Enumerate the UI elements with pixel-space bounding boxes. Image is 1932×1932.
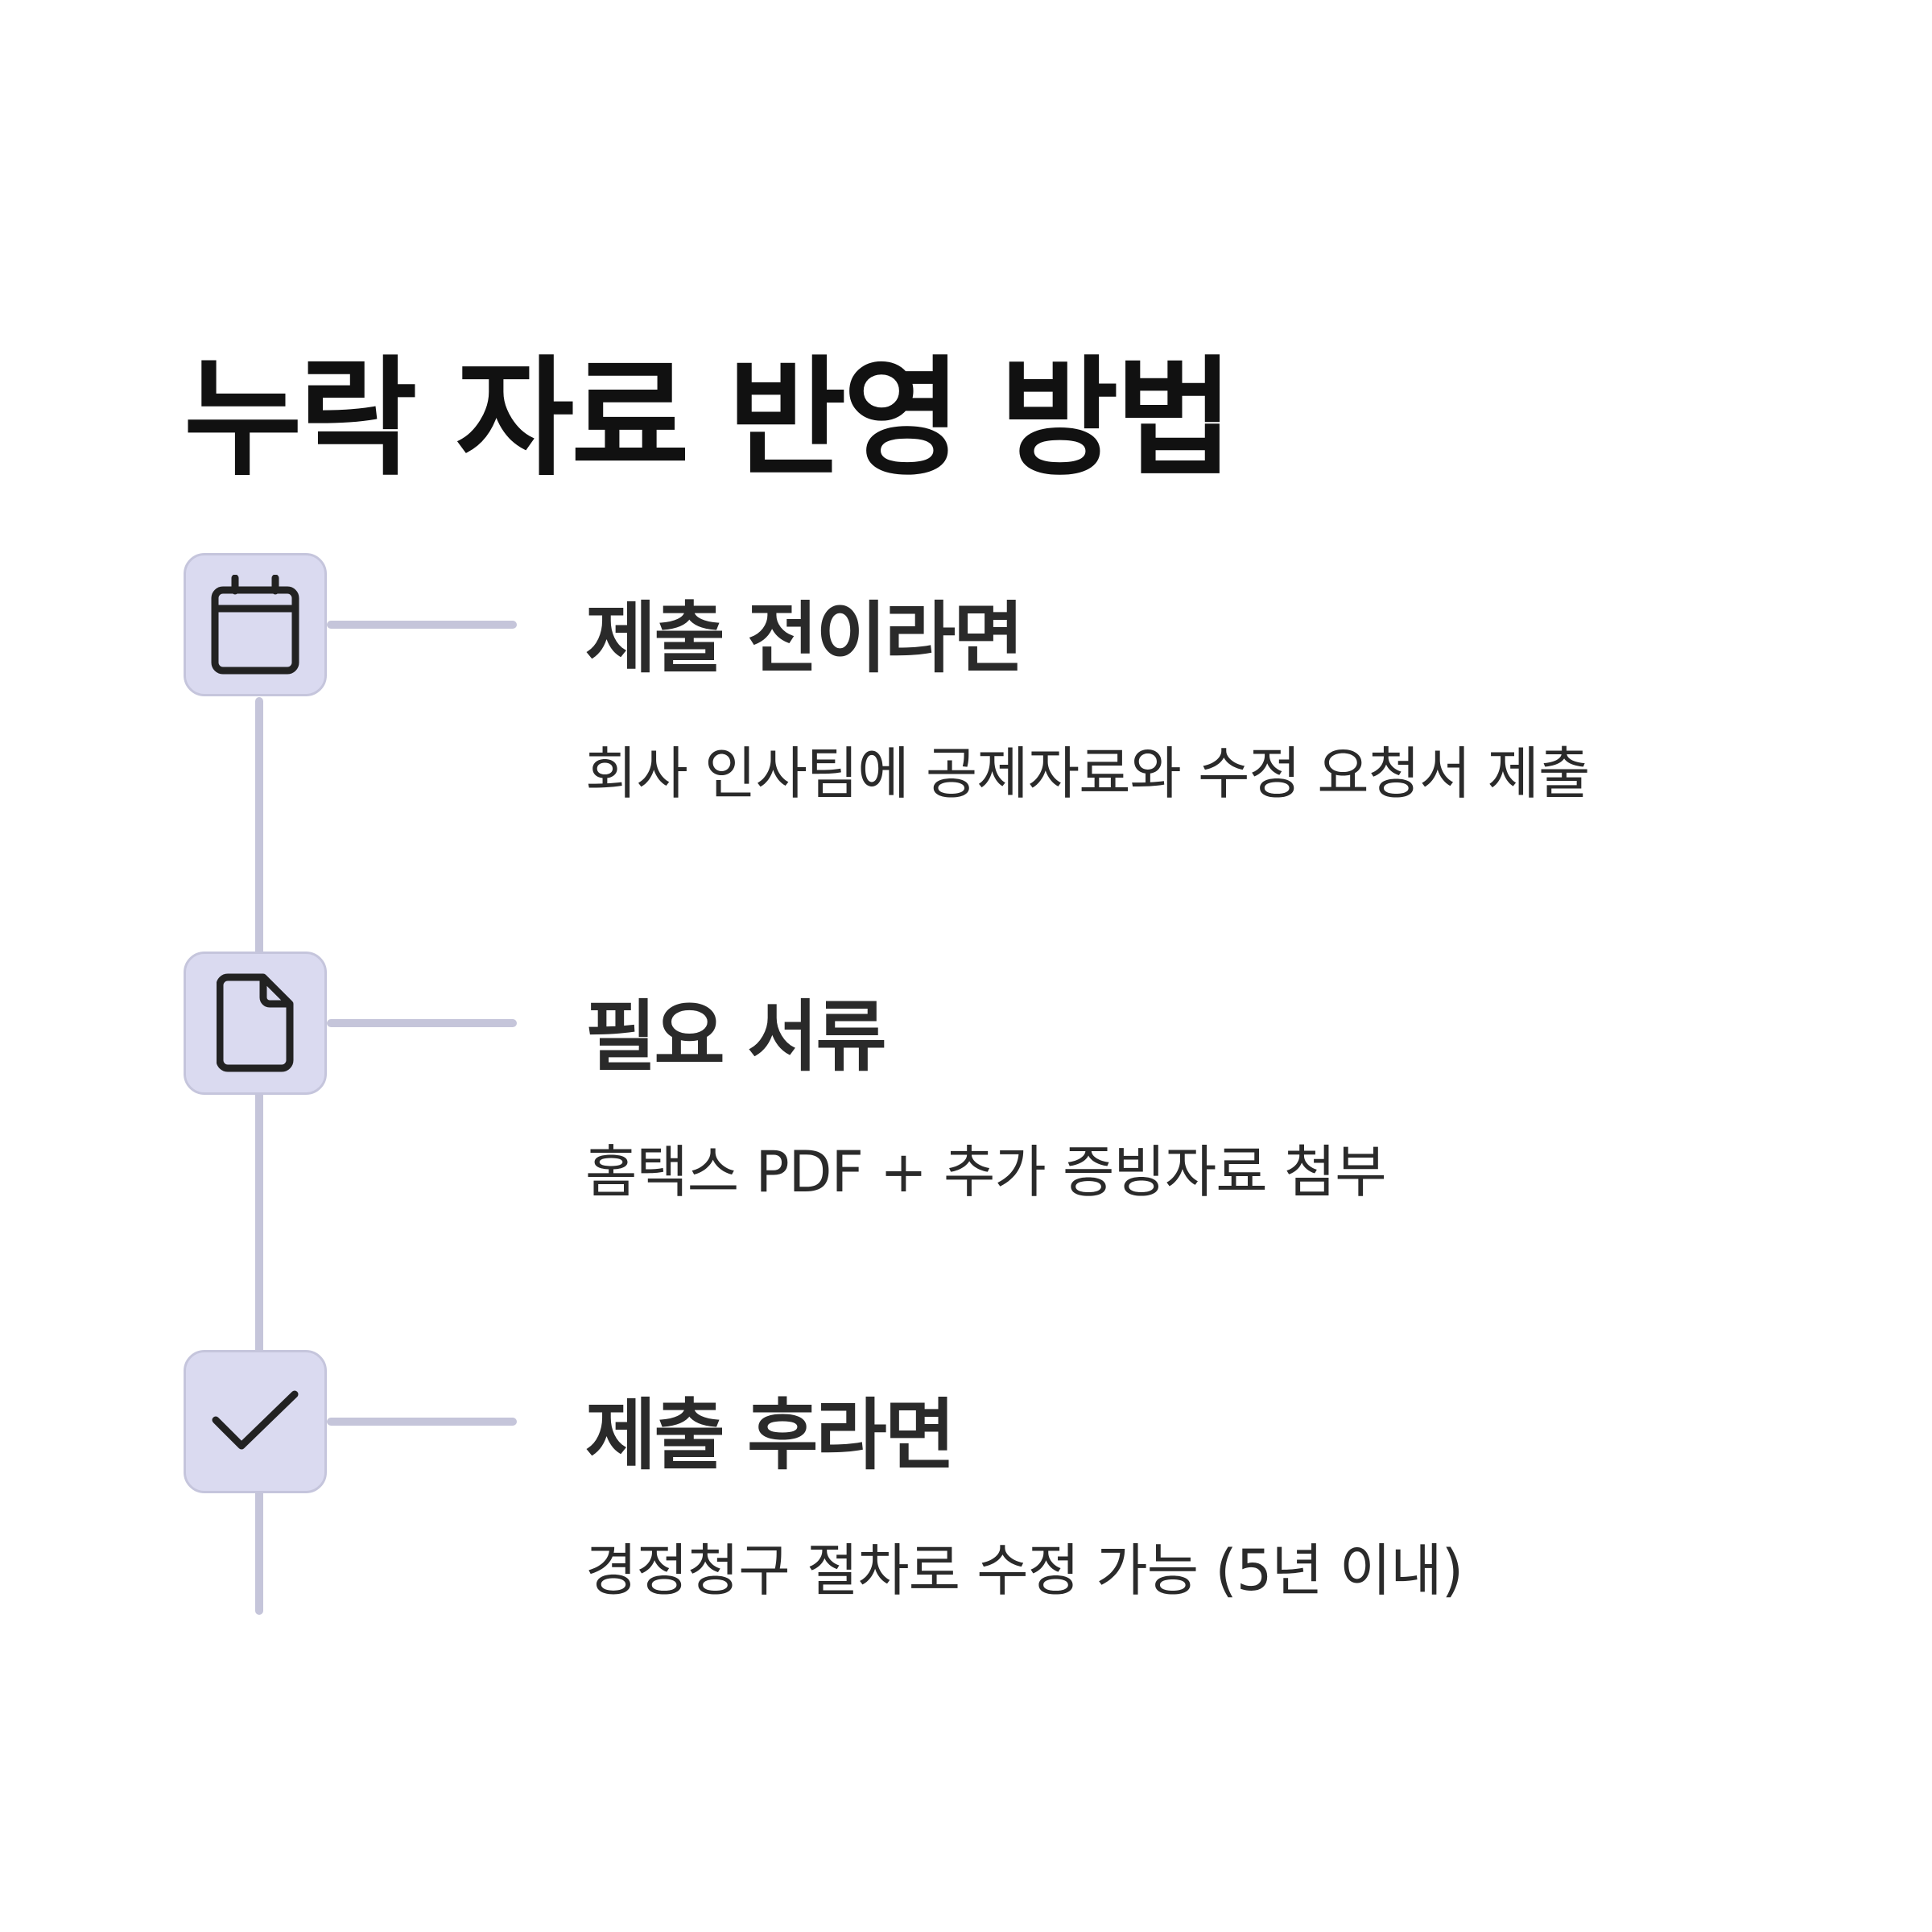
step-2-icon-box bbox=[184, 952, 327, 1095]
step-3-description: 경정청구 절차로 수정 가능 (5년 이내) bbox=[585, 1538, 1463, 1604]
step-1-icon-box bbox=[184, 553, 327, 696]
step-1-description: 회사 인사팀에 공제자료와 수정 요청서 제출 bbox=[585, 741, 1590, 807]
step-2-description: 홈택스 PDF + 추가 증빙자료 첨부 bbox=[585, 1139, 1387, 1205]
step-3-heading: 제출 후라면 bbox=[585, 1390, 956, 1480]
step-3-icon-box bbox=[184, 1350, 327, 1493]
step-2-heading: 필요 서류 bbox=[585, 992, 887, 1082]
document-icon bbox=[217, 973, 294, 1072]
step-1-heading: 제출 전이라면 bbox=[585, 593, 1024, 683]
page-title: 누락 자료 반영 방법 bbox=[184, 343, 1234, 493]
calendar-icon bbox=[211, 575, 299, 675]
timeline-line bbox=[255, 697, 263, 1615]
step-3-connector bbox=[327, 1418, 517, 1426]
step-2-connector bbox=[327, 1019, 517, 1027]
checkmark-icon bbox=[212, 1390, 299, 1450]
step-1-connector bbox=[327, 621, 517, 629]
